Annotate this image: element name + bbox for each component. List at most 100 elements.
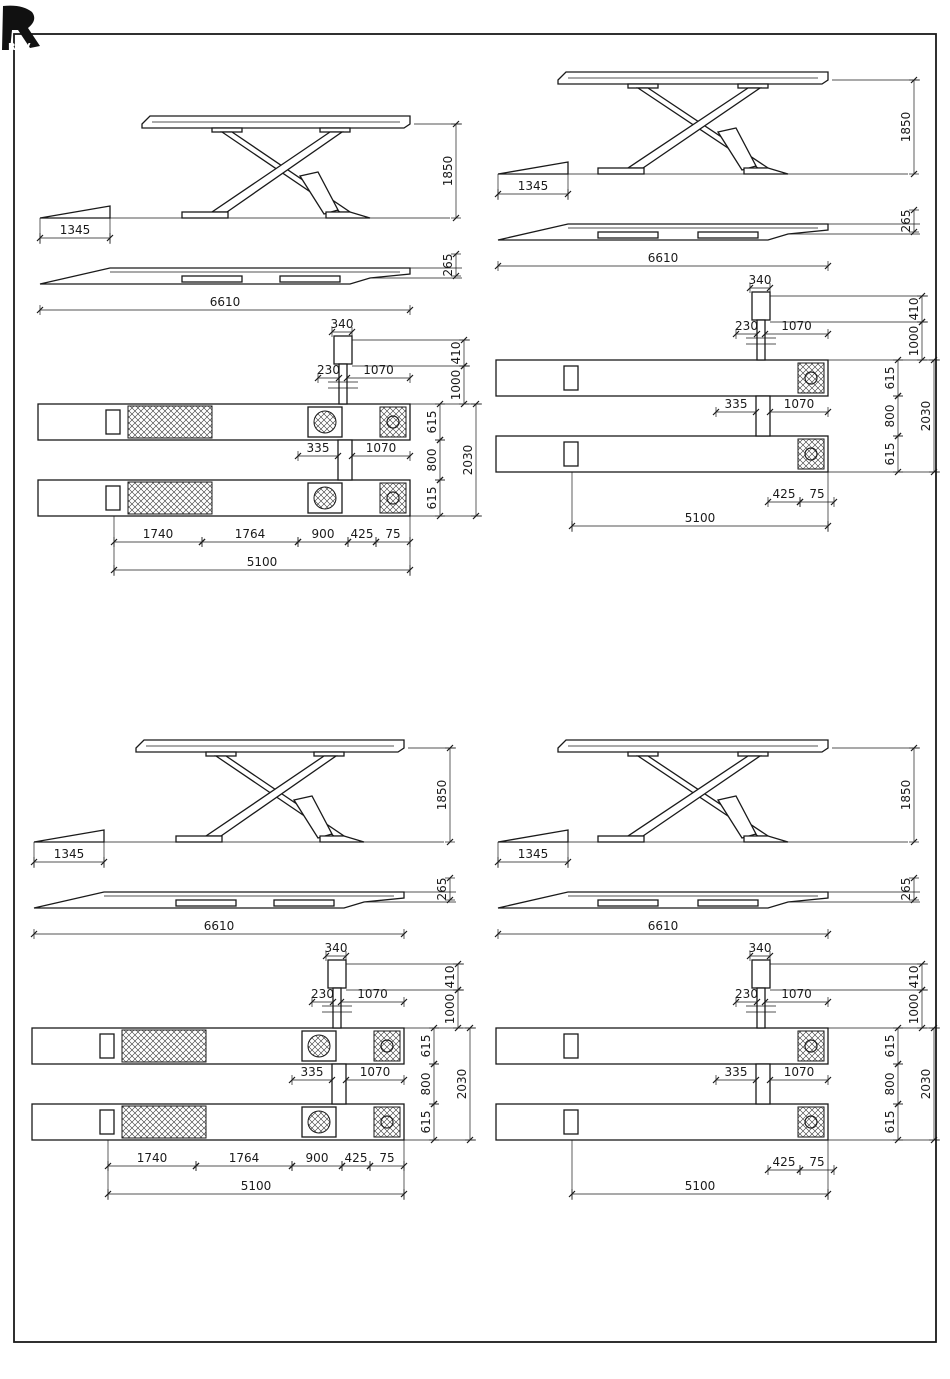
runway-2	[37, 479, 411, 517]
raised-elevation: 1850 1345	[494, 739, 920, 868]
dim-seg2: 1764	[229, 1151, 260, 1165]
dim-cross: 335	[301, 1065, 324, 1079]
dim-low: 265	[441, 254, 455, 277]
dim-plat2: 615	[883, 443, 897, 466]
dim-cross: 335	[307, 441, 330, 455]
turntable-plate	[121, 1105, 207, 1139]
dim-total: 6610	[204, 919, 235, 933]
dim-gap: 800	[883, 405, 897, 428]
runway-1	[495, 1027, 829, 1065]
dim-seg4: 425	[773, 487, 796, 501]
dim-seg4: 425	[345, 1151, 368, 1165]
dim-total: 6610	[648, 251, 679, 265]
dim-total: 6610	[210, 295, 241, 309]
control-box	[379, 406, 407, 438]
dim-col-reach: 1000	[443, 994, 457, 1025]
dim-cross-dist: 1070	[366, 441, 397, 455]
column-head	[751, 959, 771, 989]
dim-cross-dist: 1070	[784, 1065, 815, 1079]
dim-seg2: 1764	[235, 527, 266, 541]
crossbar	[755, 395, 771, 437]
crossbar	[755, 1063, 771, 1105]
dim-seg4: 425	[773, 1155, 796, 1169]
runway-1	[31, 1027, 405, 1065]
column-post	[756, 987, 766, 1029]
dim-cross: 335	[725, 397, 748, 411]
dim-gap: 800	[425, 449, 439, 472]
dim-col-off: 230	[735, 987, 758, 1001]
control-box	[373, 1106, 401, 1138]
dim-col-dist: 1070	[781, 987, 812, 1001]
brand-logo: RAV	[2, 5, 40, 53]
dim-height: 1850	[899, 112, 913, 143]
ramp-hinge	[563, 365, 579, 391]
dim-col-dist: 1070	[357, 987, 388, 1001]
ramp-hinge	[563, 1109, 579, 1135]
dim-seg3: 900	[312, 527, 335, 541]
dim-seg3: 900	[306, 1151, 329, 1165]
crossbar	[337, 439, 353, 481]
dim-col-dist: 1070	[363, 363, 394, 377]
runway-2	[31, 1103, 405, 1141]
raised-elevation: 1850 1345	[30, 739, 456, 868]
dim-seg5: 75	[379, 1151, 394, 1165]
dim-height: 1850	[899, 780, 913, 811]
dim-col-w: 340	[325, 941, 348, 955]
dim-plat2: 615	[419, 1111, 433, 1134]
turntable-plate	[121, 1029, 207, 1063]
dim-plat2: 615	[425, 487, 439, 510]
column-head	[327, 959, 347, 989]
dim-ramp: 1345	[518, 847, 549, 861]
control-box	[379, 482, 407, 514]
dim-col-off: 230	[735, 319, 758, 333]
runway-1	[495, 359, 829, 397]
dim-plat: 615	[883, 367, 897, 390]
dim-ramp: 1345	[54, 847, 85, 861]
brand-logo-text: RAV	[8, 42, 31, 53]
dim-plat: 615	[883, 1035, 897, 1058]
dim-plat2: 615	[883, 1111, 897, 1134]
dim-low: 265	[435, 878, 449, 901]
dim-col-w: 340	[749, 941, 772, 955]
dim-col-h: 410	[443, 966, 457, 989]
dim-base: 5100	[685, 1179, 716, 1193]
lowered-elevation: 265 6610	[36, 250, 462, 315]
ramp-hinge	[563, 1033, 579, 1059]
dim-plat: 615	[419, 1035, 433, 1058]
dim-gap: 800	[419, 1073, 433, 1096]
dim-low: 265	[899, 210, 913, 233]
dim-overall: 2030	[455, 1069, 469, 1100]
dim-seg1: 1740	[137, 1151, 168, 1165]
runway-1	[37, 403, 411, 441]
dim-col-reach: 1000	[907, 326, 921, 357]
dim-ramp: 1345	[518, 179, 549, 193]
crossbar	[331, 1063, 347, 1105]
runway-2	[495, 435, 829, 473]
dim-height: 1850	[435, 780, 449, 811]
control-box	[797, 1030, 825, 1062]
dim-gap: 800	[883, 1073, 897, 1096]
turntable-plate	[127, 405, 213, 439]
column-head	[333, 335, 353, 365]
column-head	[751, 291, 771, 321]
dim-total: 6610	[648, 919, 679, 933]
dim-col-w: 340	[749, 273, 772, 287]
dim-col-h: 410	[907, 298, 921, 321]
dim-seg1: 1740	[143, 527, 174, 541]
dim-plat: 615	[425, 411, 439, 434]
control-box	[797, 362, 825, 394]
dim-seg5: 75	[385, 527, 400, 541]
column-post	[338, 363, 348, 405]
dim-col-h: 410	[449, 342, 463, 365]
dim-overall: 2030	[919, 401, 933, 432]
dim-col-off: 230	[317, 363, 340, 377]
dim-overall: 2030	[461, 445, 475, 476]
